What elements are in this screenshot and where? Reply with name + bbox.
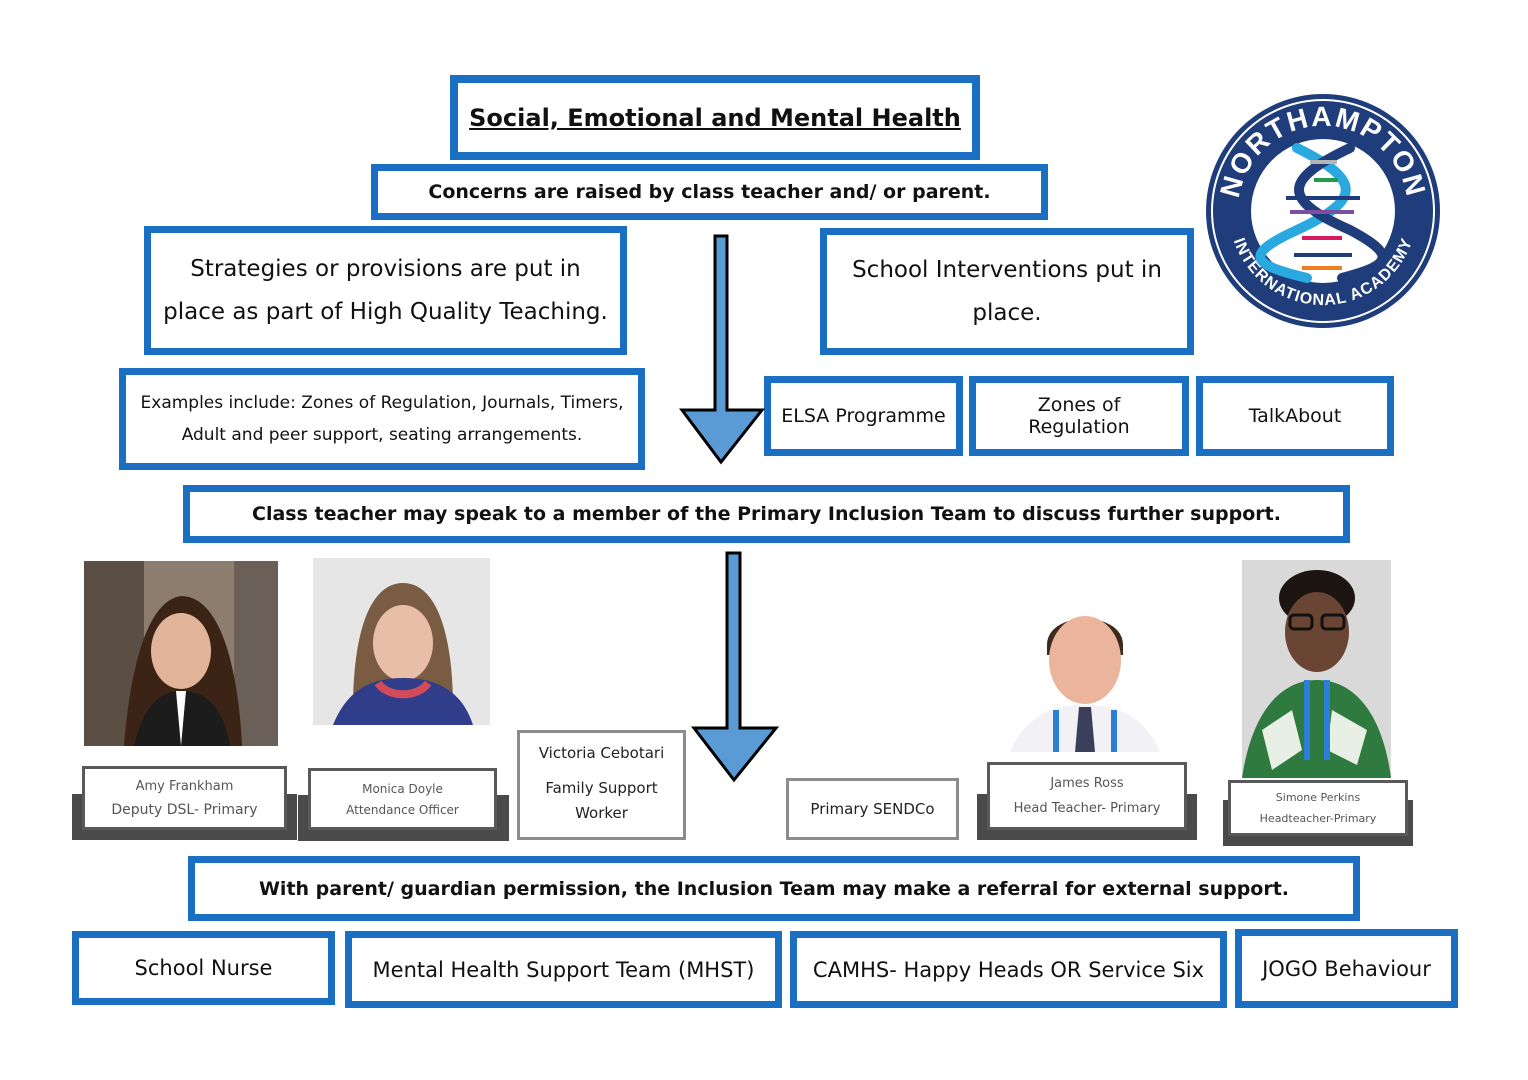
- amy-name: Amy Frankham: [135, 778, 234, 794]
- external-mhst: Mental Health Support Team (MHST): [345, 931, 782, 1008]
- amy-role: Deputy DSL- Primary: [111, 801, 258, 818]
- intervention-item-elsa: ELSA Programme: [764, 376, 963, 456]
- interventions-box: School Interventions put in place.: [820, 228, 1194, 355]
- monica-name: Monica Doyle: [362, 781, 443, 796]
- external-support-label: CAMHS- Happy Heads OR Service Six: [812, 957, 1205, 982]
- simone-role: Headteacher-Primary: [1259, 812, 1377, 825]
- monica-nameplate: Monica Doyle Attendance Officer: [298, 768, 509, 841]
- intervention-item-zones: Zones of Regulation: [969, 376, 1189, 456]
- strategies-text: Strategies or provisions are put in plac…: [163, 255, 608, 325]
- examples-box: Examples include: Zones of Regulation, J…: [119, 368, 645, 470]
- simone-name: Simone Perkins: [1275, 791, 1361, 804]
- down-arrow-icon: [679, 234, 766, 465]
- simone-nameplate: Simone Perkins Headteacher-Primary: [1223, 780, 1413, 846]
- monica-role: Attendance Officer: [346, 802, 459, 817]
- page-title: Social, Emotional and Mental Health: [469, 103, 961, 132]
- school-logo: NORTHAMPTON INTERNATIONAL ACADEMY: [1204, 92, 1442, 330]
- concerns-text: Concerns are raised by class teacher and…: [428, 181, 991, 203]
- amy-photo: [84, 561, 278, 746]
- intervention-item-label: ELSA Programme: [781, 405, 946, 427]
- james-nameplate: James Ross Head Teacher- Primary: [977, 762, 1197, 840]
- victoria-name: Victoria Cebotari: [538, 744, 665, 762]
- sendco-role: Primary SENDCo: [810, 800, 935, 818]
- intervention-item-label: Zones of Regulation: [1028, 394, 1130, 438]
- down-arrow-icon: [690, 551, 780, 783]
- amy-nameplate: Amy Frankham Deputy DSL- Primary: [72, 766, 297, 840]
- person-photo-icon: [84, 561, 278, 746]
- nameplate-card: Monica Doyle Attendance Officer: [308, 768, 497, 830]
- james-name: James Ross: [1050, 776, 1124, 791]
- class-teacher-text: Class teacher may speak to a member of t…: [252, 503, 1281, 525]
- referral-box: With parent/ guardian permission, the In…: [188, 856, 1360, 921]
- external-jogo: JOGO Behaviour: [1235, 929, 1458, 1008]
- nameplate-card: Amy Frankham Deputy DSL- Primary: [82, 766, 287, 830]
- victoria-card: Victoria Cebotari Family Support Worker: [517, 730, 686, 840]
- victoria-role: Family Support Worker: [545, 779, 658, 822]
- external-camhs: CAMHS- Happy Heads OR Service Six: [790, 931, 1227, 1008]
- james-role: Head Teacher- Primary: [1013, 801, 1161, 816]
- simone-photo: [1242, 560, 1391, 778]
- title-box: Social, Emotional and Mental Health: [450, 75, 980, 160]
- monica-photo: [313, 558, 490, 725]
- james-photo: [1005, 595, 1165, 752]
- external-support-label: JOGO Behaviour: [1262, 956, 1431, 981]
- intervention-item-label: TalkAbout: [1248, 405, 1342, 427]
- nameplate-card: James Ross Head Teacher- Primary: [987, 762, 1187, 830]
- strategies-box: Strategies or provisions are put in plac…: [144, 226, 627, 355]
- interventions-text: School Interventions put in place.: [852, 256, 1162, 326]
- external-support-label: Mental Health Support Team (MHST): [372, 957, 755, 982]
- person-photo-icon: [1005, 595, 1165, 752]
- intervention-item-talkabout: TalkAbout: [1196, 376, 1394, 456]
- person-photo-icon: [313, 558, 490, 725]
- sendco-card: Primary SENDCo: [786, 778, 959, 840]
- external-school-nurse: School Nurse: [72, 931, 335, 1005]
- person-photo-icon: [1242, 560, 1391, 778]
- examples-text: Examples include: Zones of Regulation, J…: [140, 393, 624, 445]
- referral-text: With parent/ guardian permission, the In…: [258, 877, 1290, 900]
- class-teacher-box: Class teacher may speak to a member of t…: [183, 485, 1350, 543]
- concerns-box: Concerns are raised by class teacher and…: [371, 164, 1048, 220]
- external-support-label: School Nurse: [134, 956, 273, 980]
- nameplate-card: Simone Perkins Headteacher-Primary: [1228, 780, 1408, 836]
